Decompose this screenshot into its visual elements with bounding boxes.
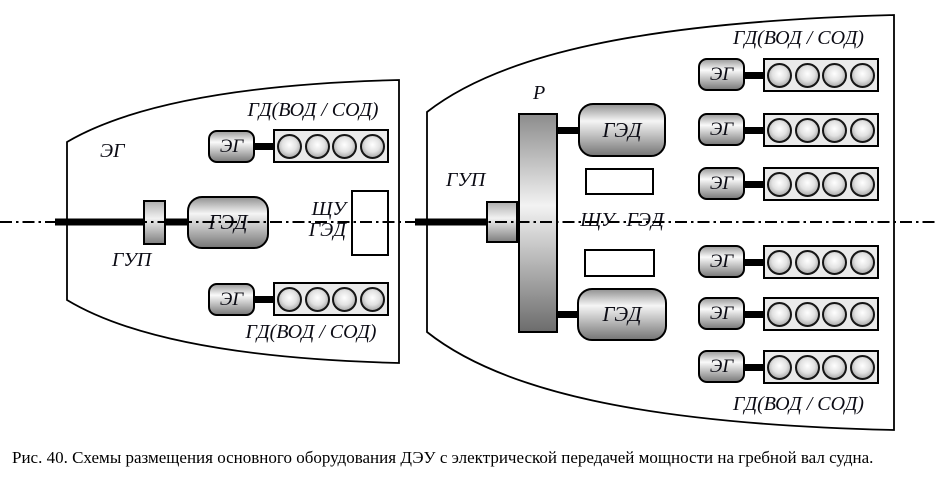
main-engine-block xyxy=(763,113,879,147)
generator-engine-connector xyxy=(744,364,765,371)
shchu-line1: ЩУ xyxy=(311,198,346,220)
engine-cylinder xyxy=(822,354,848,380)
generator-eg-box: ЭГ xyxy=(698,245,745,278)
engine-cylinder xyxy=(849,249,875,275)
right-top-gd-label: ГД(ВОД / СОД) xyxy=(733,27,864,49)
generator-engine-connector xyxy=(744,127,765,134)
switchboard-cabinet xyxy=(351,190,389,256)
right-gup-label: ГУП xyxy=(446,169,486,191)
engine-cylinder xyxy=(794,249,820,275)
switchboard-cabinet xyxy=(584,249,655,277)
generator-eg-box: ЭГ xyxy=(698,58,745,91)
reduction-gear-bar xyxy=(518,113,558,333)
engine-cylinder xyxy=(849,301,875,327)
engine-cylinder xyxy=(332,133,358,159)
engine-cylinder xyxy=(359,286,385,312)
gear-ged-connector xyxy=(556,127,580,134)
engine-cylinder xyxy=(822,117,848,143)
left-bottom-gd-label: ГД(ВОД / СОД) xyxy=(245,321,377,343)
generator-eg-box: ЭГ xyxy=(698,350,745,383)
main-engine-block xyxy=(273,282,389,316)
generator-eg-box: ЭГ xyxy=(698,297,745,330)
main-engine-block xyxy=(763,167,879,201)
engine-cylinder xyxy=(822,249,848,275)
engine-cylinder xyxy=(849,62,875,88)
generator-engine-connector xyxy=(744,181,765,188)
ged-propulsion-motor: ГЭД xyxy=(578,103,666,157)
engine-cylinder xyxy=(277,133,303,159)
engine-cylinder xyxy=(767,354,793,380)
engine-cylinder xyxy=(794,117,820,143)
main-engine-block xyxy=(763,350,879,384)
generator-engine-connector xyxy=(744,259,765,266)
generator-engine-connector xyxy=(255,296,275,303)
engine-cylinder xyxy=(304,133,330,159)
main-engine-block xyxy=(273,129,389,163)
engine-cylinder xyxy=(822,62,848,88)
generator-eg-box: ЭГ xyxy=(698,113,745,146)
reduction-gear-label: Р xyxy=(533,82,546,104)
engine-cylinder xyxy=(767,62,793,88)
engine-cylinder xyxy=(767,171,793,197)
generator-eg-box: ЭГ xyxy=(208,130,255,163)
engine-cylinder xyxy=(332,286,358,312)
main-engine-block xyxy=(763,245,879,279)
shchu-line2: ГЭД xyxy=(308,219,346,241)
left-gup-label: ГУП xyxy=(112,249,152,271)
main-engine-block xyxy=(763,297,879,331)
engine-cylinder xyxy=(822,301,848,327)
generator-engine-connector xyxy=(744,311,765,318)
figure-caption: Рис. 40. Схемы размещения основного обор… xyxy=(12,448,874,467)
engine-cylinder xyxy=(277,286,303,312)
engine-cylinder xyxy=(767,117,793,143)
engine-cylinder xyxy=(794,301,820,327)
engine-cylinder xyxy=(849,171,875,197)
engine-cylinder xyxy=(822,171,848,197)
left-eg-zone-label: ЭГ xyxy=(100,140,125,162)
switchboard-cabinet xyxy=(585,168,654,195)
engine-cylinder xyxy=(794,62,820,88)
engine-cylinder xyxy=(849,354,875,380)
engine-cylinder xyxy=(304,286,330,312)
generator-eg-box: ЭГ xyxy=(698,167,745,200)
left-top-gd-label: ГД(ВОД / СОД) xyxy=(247,99,379,121)
ged-propulsion-motor: ГЭД xyxy=(577,288,667,341)
engine-cylinder xyxy=(359,133,385,159)
right-shchu-ged-label: ЩУ ГЭД xyxy=(580,209,664,231)
right-bottom-gd-label: ГД(ВОД / СОД) xyxy=(733,393,864,415)
generator-engine-connector xyxy=(744,72,765,79)
gear-ged-connector xyxy=(556,311,580,318)
engine-cylinder xyxy=(849,117,875,143)
left-shchu-ged-label: ЩУ ГЭД xyxy=(296,199,346,241)
generator-engine-connector xyxy=(255,143,275,150)
engine-cylinder xyxy=(794,171,820,197)
main-engine-block xyxy=(763,58,879,92)
engine-cylinder xyxy=(767,301,793,327)
engine-cylinder xyxy=(767,249,793,275)
engine-cylinder xyxy=(794,354,820,380)
generator-eg-box: ЭГ xyxy=(208,283,255,316)
shaft-centerline xyxy=(0,221,938,223)
